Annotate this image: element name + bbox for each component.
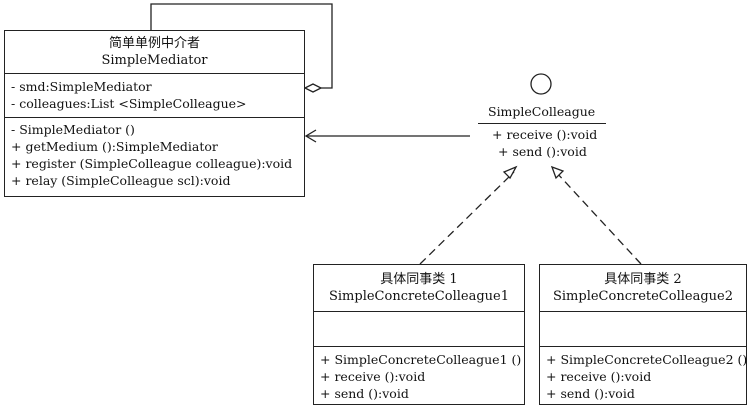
mediator-attributes: - smd:SimpleMediator - colleagues:List <…	[5, 73, 304, 117]
operation-line: + relay (SimpleColleague scl):void	[11, 173, 231, 188]
operation-line: + SimpleConcreteColleague1 ()	[320, 352, 522, 367]
mediator-class-box: 简单单例中介者 SimpleMediator - smd:SimpleMedia…	[4, 30, 305, 197]
aggregation-diamond	[303, 83, 323, 93]
operation-line: + receive ():void	[320, 369, 426, 384]
colleague1-cn-name: 具体同事类 1	[380, 272, 458, 287]
operation-line: + register (SimpleColleague colleague):v…	[11, 156, 293, 171]
colleague2-class-box: 具体同事类 2 SimpleConcreteColleague2 + Simpl…	[539, 264, 747, 405]
attribute-line: - smd:SimpleMediator	[11, 79, 152, 94]
operation-line: + send ():void	[546, 386, 635, 401]
colleague1-name: SimpleConcreteColleague1	[328, 289, 509, 304]
operation-line: + receive ():void	[546, 369, 652, 384]
realization-arrowhead-2	[550, 165, 565, 180]
attribute-line: - colleagues:List <SimpleColleague>	[11, 96, 247, 111]
realization-line-1	[419, 171, 515, 265]
mediator-cn-name: 简单单例中介者	[108, 36, 200, 51]
mediator-operations: - SimpleMediator () + getMedium ():Simpl…	[5, 117, 304, 189]
mediator-header: 简单单例中介者 SimpleMediator	[5, 31, 304, 73]
interface-separator	[478, 123, 606, 124]
interface-name: SimpleColleague	[488, 104, 596, 119]
colleague1-operations: + SimpleConcreteColleague1 () + receive …	[314, 346, 524, 402]
interface-operation-receive: + receive ():void	[492, 127, 598, 142]
interface-circle-icon	[530, 73, 552, 95]
colleague2-header: 具体同事类 2 SimpleConcreteColleague2	[540, 265, 746, 311]
self-association-loop	[150, 3, 333, 89]
operation-line: + SimpleConcreteColleague2 ()	[546, 352, 748, 367]
colleague2-cn-name: 具体同事类 2	[604, 272, 682, 287]
mediator-name: SimpleMediator	[101, 53, 208, 68]
colleague1-header: 具体同事类 1 SimpleConcreteColleague1	[314, 265, 524, 311]
colleague2-operations: + SimpleConcreteColleague2 () + receive …	[540, 346, 748, 402]
colleague1-class-box: 具体同事类 1 SimpleConcreteColleague1 + Simpl…	[313, 264, 525, 405]
interface-operation-send: + send ():void	[498, 144, 587, 159]
association-arrowhead	[304, 129, 317, 143]
realization-line-2	[555, 171, 642, 265]
colleague2-name: SimpleConcreteColleague2	[552, 289, 733, 304]
colleague2-attributes	[540, 311, 746, 346]
operation-line: + send ():void	[320, 386, 409, 401]
realization-arrowhead-1	[502, 165, 518, 180]
colleague1-attributes	[314, 311, 524, 346]
operation-line: - SimpleMediator ()	[11, 122, 135, 137]
operation-line: + getMedium ():SimpleMediator	[11, 139, 218, 154]
